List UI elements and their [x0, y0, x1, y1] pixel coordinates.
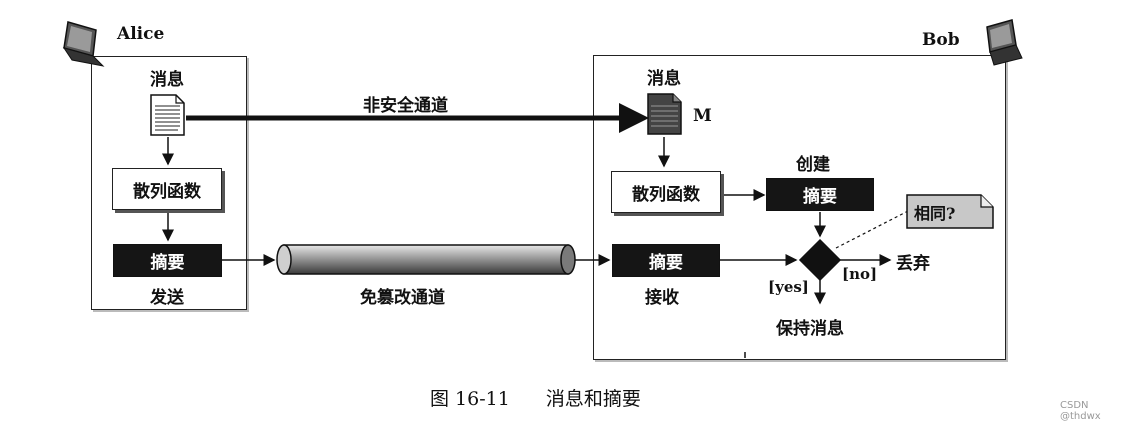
yes-guard-label: [yes]: [768, 278, 809, 296]
tamper-proof-channel-label: 免篡改通道: [360, 288, 445, 308]
bob-received-digest-box: 摘要: [612, 244, 720, 277]
alice-name: Alice: [117, 24, 165, 44]
bob-hash-function-box: 散列函数: [611, 171, 721, 213]
bob-message-symbol: M: [693, 106, 712, 126]
alice-message-label: 消息: [150, 70, 184, 90]
insecure-channel-label: 非安全通道: [363, 96, 448, 116]
bob-name: Bob: [922, 30, 960, 50]
discard-label: 丢弃: [896, 254, 930, 274]
document-icon: [150, 94, 185, 136]
pipe-icon: [276, 244, 576, 275]
figure-title: 消息和摘要: [545, 388, 641, 410]
alice-send-label: 发送: [150, 288, 184, 308]
note-icon: [906, 194, 994, 229]
decision-diamond-icon: [798, 238, 842, 282]
figure-caption: 图 16-11 消息和摘要: [430, 384, 641, 411]
bob-create-label: 创建: [796, 155, 830, 175]
laptop-icon: [986, 19, 1023, 66]
keep-message-label: 保持消息: [776, 319, 844, 339]
figure-number: 图 16-11: [430, 388, 510, 410]
bob-message-label: 消息: [647, 69, 681, 89]
alice-digest-box: 摘要: [113, 244, 222, 277]
document-icon: [647, 93, 682, 135]
alice-hash-function-box: 散列函数: [112, 168, 222, 210]
laptop-icon: [62, 21, 105, 67]
bob-receive-label: 接收: [645, 288, 679, 308]
note-same-question: 相同?: [914, 204, 956, 223]
bob-created-digest-box: 摘要: [766, 178, 874, 211]
no-guard-label: [no]: [842, 265, 878, 283]
watermark: CSDN @thdwx: [1060, 400, 1101, 422]
